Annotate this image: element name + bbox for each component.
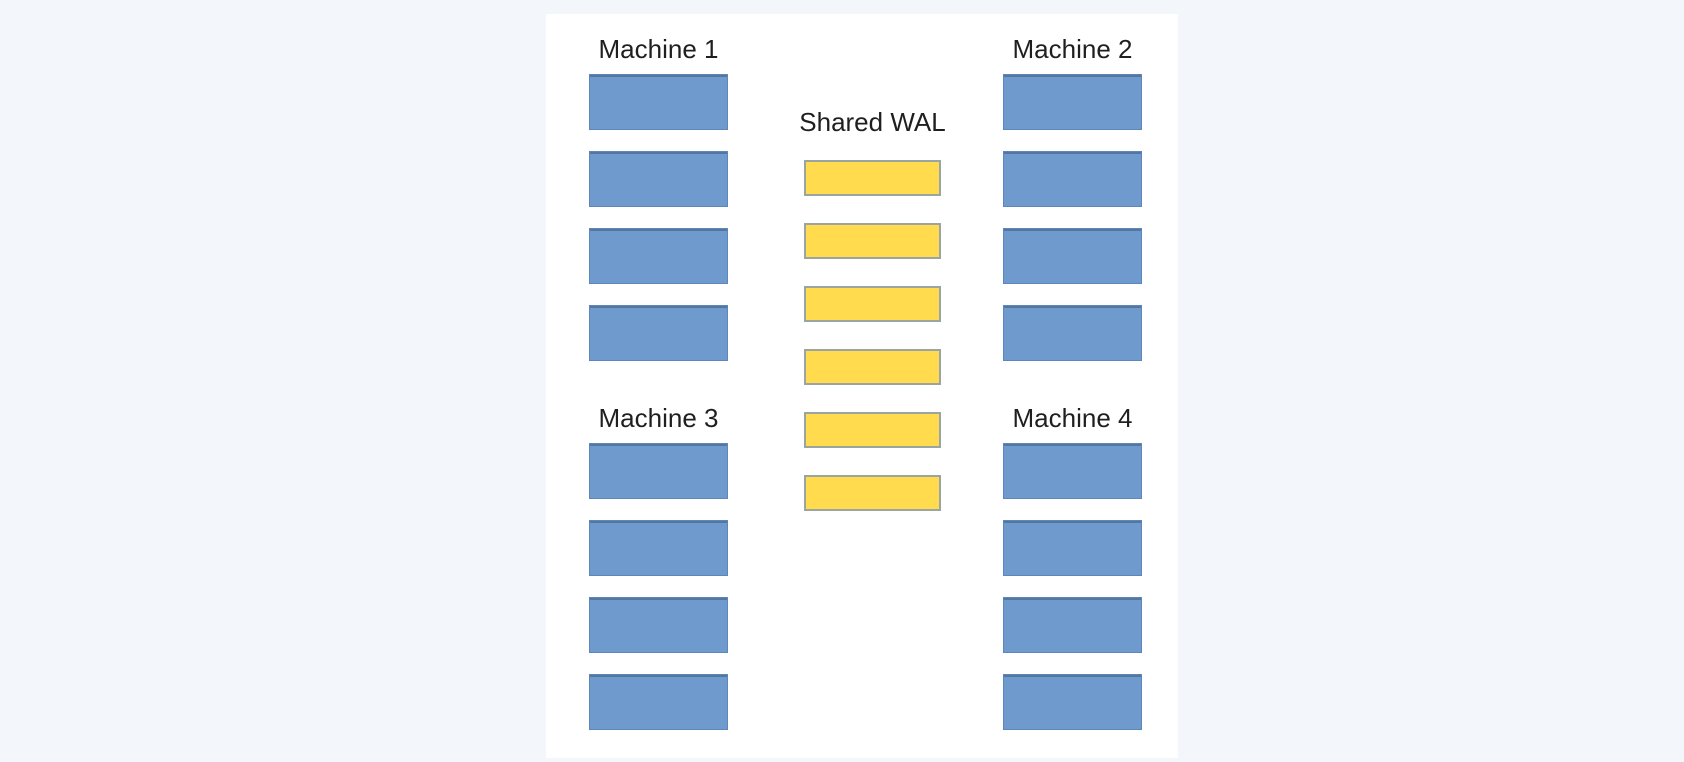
machine-4-block: [1003, 443, 1142, 499]
shared-wal-group: Shared WAL: [796, 109, 949, 538]
machine-2-group: Machine 2: [1003, 36, 1142, 382]
machine-3-group: Machine 3: [589, 405, 728, 751]
machine-1-block: [589, 305, 728, 361]
machine-2-block: [1003, 151, 1142, 207]
machine-3-block: [589, 520, 728, 576]
machine-2-block: [1003, 228, 1142, 284]
machine-2-label: Machine 2: [1012, 34, 1133, 64]
diagram-canvas: Machine 1 Machine 2 Shared WAL Machine 3: [546, 14, 1178, 758]
machine-1-block: [589, 74, 728, 130]
machine-4-block: [1003, 520, 1142, 576]
machine-1-block: [589, 151, 728, 207]
machine-1-label: Machine 1: [598, 34, 719, 64]
wal-segment: [804, 475, 941, 511]
machine-3-block: [589, 674, 728, 730]
wal-segment: [804, 223, 941, 259]
machine-2-block: [1003, 305, 1142, 361]
machine-3-block: [589, 597, 728, 653]
wal-segment: [804, 412, 941, 448]
machine-4-label: Machine 4: [1012, 403, 1133, 433]
machine-3-block: [589, 443, 728, 499]
machine-3-label: Machine 3: [598, 403, 719, 433]
wal-segment: [804, 286, 941, 322]
wal-segment: [804, 160, 941, 196]
machine-4-block: [1003, 597, 1142, 653]
machine-1-group: Machine 1: [589, 36, 728, 382]
shared-wal-label: Shared WAL: [799, 107, 946, 137]
machine-2-block: [1003, 74, 1142, 130]
wal-segment: [804, 349, 941, 385]
machine-1-block: [589, 228, 728, 284]
machine-4-block: [1003, 674, 1142, 730]
machine-4-group: Machine 4: [1003, 405, 1142, 751]
